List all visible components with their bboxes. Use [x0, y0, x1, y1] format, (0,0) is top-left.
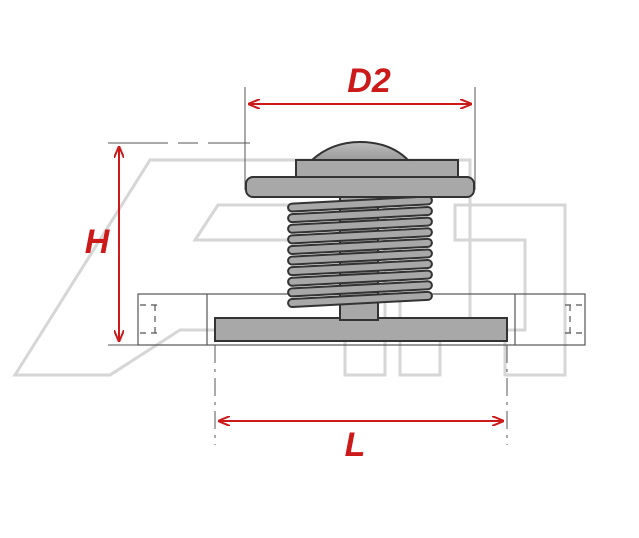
spring-coil-turn	[287, 195, 433, 213]
spring-coil-turn	[287, 259, 433, 277]
cap-collar	[295, 159, 459, 179]
spring-coil-turn	[287, 248, 433, 266]
spring-coil-turn	[287, 269, 433, 287]
dimension-h-label: H	[85, 223, 111, 261]
top-cap	[245, 140, 475, 198]
spring-coil-turn	[287, 290, 433, 308]
dimension-l-label: L	[345, 426, 366, 464]
extension-lines	[108, 87, 508, 445]
bottom-plate	[214, 317, 508, 342]
spring-coil-turn	[287, 216, 433, 234]
spring-coil-turn	[287, 237, 433, 255]
spring-coil-turn	[287, 227, 433, 245]
dimension-d2-label: D2	[347, 62, 391, 100]
top-plate	[245, 176, 475, 198]
spring-coil-turn	[287, 206, 433, 224]
coil-spring	[287, 195, 433, 308]
spring-coil-turn	[287, 280, 433, 298]
cap-dome	[309, 140, 411, 161]
mounting-holes	[140, 304, 583, 334]
